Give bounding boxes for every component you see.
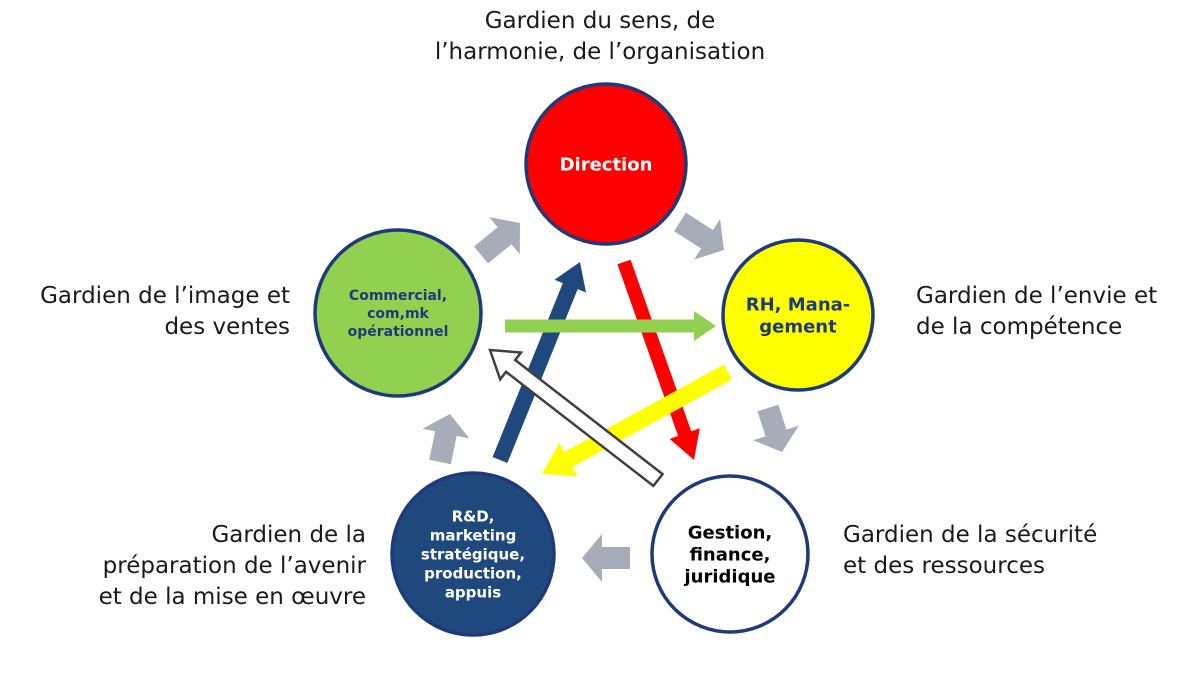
- arrow-gestion-to-commercial: [488, 348, 665, 488]
- cycle-arrows: [422, 212, 799, 582]
- rh-label-line: RH, Mana-: [746, 295, 851, 316]
- cycle-arrow-rh-to-gestion: [753, 404, 799, 452]
- cycle-arrow-gestion-to-rd: [582, 534, 630, 582]
- caption-line: Gardien de l’image et: [40, 283, 290, 309]
- gestion-label-line: finance,: [690, 545, 771, 566]
- rh-circle: [721, 238, 875, 392]
- caption-line: Gardien de la sécurité: [843, 522, 1098, 548]
- commercial-label-line: com,mk: [367, 306, 429, 322]
- node-commercial: Commercial, com,mk opérationnel: [313, 228, 483, 398]
- rh-label-line: gement: [759, 317, 837, 338]
- cycle-arrow-commercial-to-direction: [474, 217, 520, 264]
- caption-line: des ventes: [164, 314, 290, 340]
- gestion-label-line: Gestion,: [688, 523, 773, 544]
- cycle-arrow-rd-to-commercial: [422, 414, 470, 465]
- caption-line: et des ressources: [843, 553, 1045, 579]
- rd-label-line: production,: [424, 564, 522, 582]
- rd-circle: [390, 471, 556, 637]
- arrow-rd-to-direction: [492, 262, 586, 463]
- caption-line: et de la mise en œuvre: [98, 584, 366, 610]
- cross-arrows: [488, 259, 733, 488]
- node-rd: R&D,marketingstratégique,production,appu…: [390, 471, 556, 637]
- arrow-rh-to-rd: [542, 364, 733, 477]
- direction-label-line: Direction: [560, 155, 653, 176]
- caption-rh: Gardien de l’envie et de la compétence: [916, 281, 1186, 343]
- cycle-arrow-direction-to-rh: [674, 212, 724, 260]
- caption-direction: Gardien du sens, de l’harmonie, de l’org…: [380, 6, 820, 68]
- node-direction: Direction: [524, 82, 688, 246]
- caption-line: l’harmonie, de l’organisation: [434, 39, 766, 65]
- rd-label-line: R&D,: [452, 507, 495, 525]
- arrow-commercial-to-rh: [505, 311, 716, 341]
- caption-line: Gardien de la: [211, 522, 366, 548]
- rd-label-line: marketing: [430, 526, 517, 544]
- gestion-label-line: juridique: [684, 567, 776, 588]
- commercial-label-line: Commercial,: [349, 288, 447, 304]
- caption-line: Gardien du sens, de: [484, 8, 716, 34]
- rd-label-line: appuis: [445, 583, 501, 601]
- direction-circle: [524, 82, 688, 246]
- node-rh: RH, Mana-gement: [721, 238, 875, 392]
- commercial-label-line: opérationnel: [348, 324, 449, 340]
- commercial-circle: [313, 228, 483, 398]
- caption-gestion: Gardien de la sécurité et des ressources: [843, 520, 1173, 582]
- caption-line: de la compétence: [916, 314, 1123, 340]
- arrow-direction-to-gestion: [617, 259, 700, 460]
- caption-line: Gardien de l’envie et: [916, 283, 1158, 309]
- gestion-circle: [650, 474, 810, 634]
- caption-commercial: Gardien de l’image et des ventes: [0, 281, 290, 343]
- caption-rd: Gardien de la préparation de l’avenir et…: [0, 520, 366, 613]
- caption-line: préparation de l’avenir: [102, 553, 366, 579]
- rd-label-line: stratégique,: [421, 545, 525, 563]
- node-gestion: Gestion,finance,juridique: [650, 474, 810, 634]
